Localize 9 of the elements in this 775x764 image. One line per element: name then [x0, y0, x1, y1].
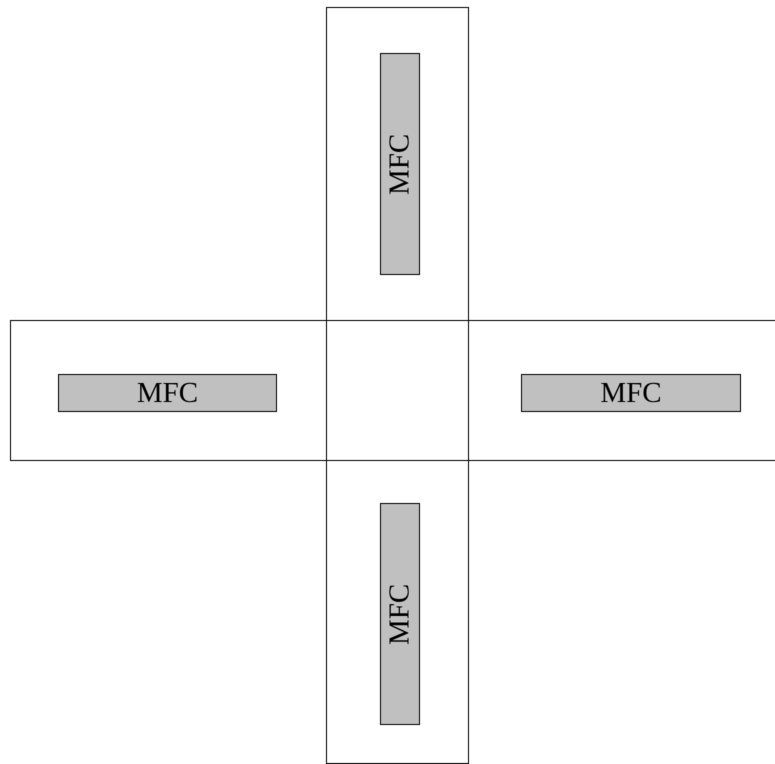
enclosure-box	[326, 7, 469, 320]
center-box	[326, 320, 469, 461]
enclosure-box	[469, 320, 775, 461]
enclosure-box	[10, 320, 326, 461]
component-block: MFC	[380, 53, 420, 275]
component-block: MFC	[521, 374, 741, 412]
enclosure-box	[326, 461, 469, 764]
component-block: MFC	[58, 374, 277, 412]
component-block: MFC	[380, 503, 420, 725]
